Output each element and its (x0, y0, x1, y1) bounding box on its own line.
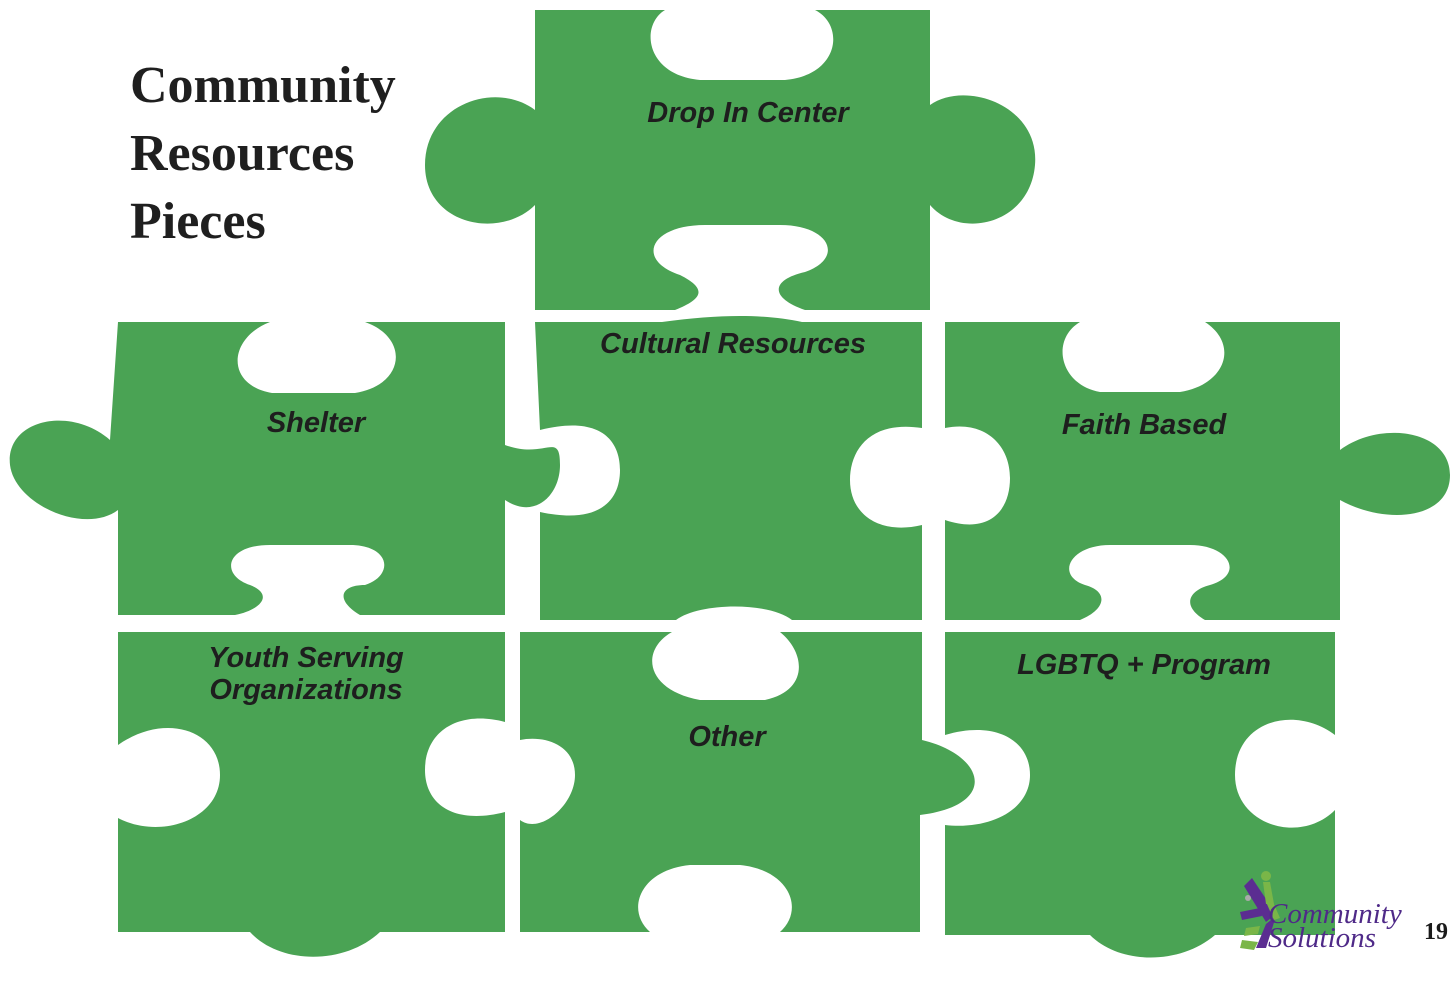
piece-label-cultural-resources: Cultural Resources (600, 328, 866, 360)
piece-label-youth-serving-line-2: Organizations (209, 674, 402, 706)
puzzle-piece-faith-based (945, 322, 1450, 620)
slide-title: Community Resources Pieces (130, 52, 396, 256)
piece-label-drop-in-center: Drop In Center (647, 97, 850, 129)
logo-text-line-1: Community (1268, 898, 1402, 930)
title-line-3: Pieces (130, 193, 266, 250)
piece-label-lgbtq-program: LGBTQ + Program (1017, 649, 1271, 681)
title-line-1: Community (130, 57, 396, 114)
page-number: 19 (1424, 919, 1448, 945)
title-line-2: Resources (130, 125, 355, 182)
piece-label-other: Other (688, 721, 767, 753)
community-solutions-logo: Community Solutions (1236, 868, 1426, 958)
logo-text: Community Solutions (1268, 898, 1402, 954)
piece-label-youth-serving-line-1: Youth Serving (208, 642, 404, 674)
puzzle-piece-youth-serving (118, 632, 505, 957)
piece-label-faith-based: Faith Based (1062, 409, 1228, 441)
piece-label-shelter: Shelter (267, 407, 367, 439)
people-figures-icon (1240, 871, 1280, 950)
puzzle-piece-shelter (9, 322, 560, 615)
logo-text-line-2: Solutions (1268, 922, 1376, 954)
puzzle-piece-drop-in-center (425, 10, 1036, 310)
puzzle-piece-other (520, 632, 975, 932)
puzzle-piece-lgbtq-program (945, 632, 1335, 958)
puzzle-piece-cultural-resources (535, 316, 922, 620)
